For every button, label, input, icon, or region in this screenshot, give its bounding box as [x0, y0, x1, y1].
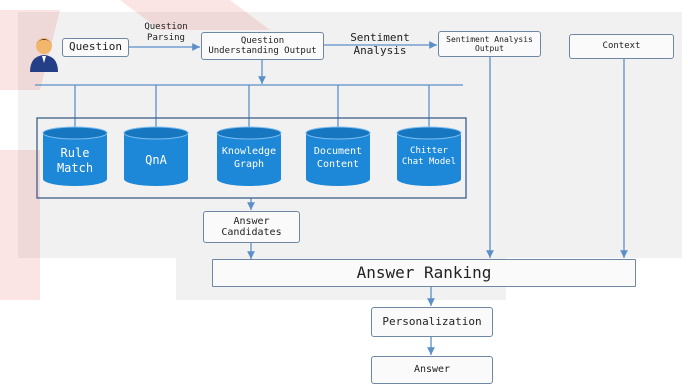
user-avatar-icon [30, 38, 58, 72]
source-cylinder: Document Content [305, 126, 371, 186]
database-icon [123, 126, 189, 186]
source-cylinder: QnA [123, 126, 189, 186]
sentiment-analysis-label: Sentiment Analysis [350, 31, 410, 58]
answer-box: Answer [371, 356, 493, 384]
source-label: Document Content [313, 146, 363, 170]
source-label: Chitter Chat Model [401, 146, 457, 168]
source-label: Knowledge Graph [221, 146, 277, 170]
answer-label: Answer [413, 364, 451, 376]
database-icon [396, 126, 462, 186]
question-box: Question [62, 38, 129, 57]
database-icon [305, 126, 371, 186]
question-label: Question [69, 40, 122, 54]
sentiment-analysis-output-label: Sentiment Analysis Output [446, 34, 533, 53]
source-label: Rule Match [56, 146, 94, 175]
personalization-label: Personalization [382, 314, 482, 328]
sentiment-analysis-output-box: Sentiment Analysis Output [438, 31, 541, 57]
answer-candidates-label: Answer Candidates [221, 215, 282, 239]
source-cylinder: Chitter Chat Model [396, 126, 462, 186]
personalization-box: Personalization [371, 307, 493, 337]
database-icon [216, 126, 282, 186]
question-parsing-label: Question Parsing [144, 22, 188, 43]
context-box: Context [569, 34, 674, 59]
question-understanding-output-label: Question Understanding Output [208, 35, 317, 56]
source-cylinder: Rule Match [42, 126, 108, 186]
question-understanding-output-box: Question Understanding Output [201, 32, 324, 60]
source-cylinder: Knowledge Graph [216, 126, 282, 186]
sources-frame [36, 117, 467, 199]
source-label: QnA [145, 153, 167, 167]
answer-ranking-box: Answer Ranking [212, 259, 636, 287]
answer-ranking-label: Answer Ranking [356, 262, 492, 282]
context-label: Context [602, 41, 641, 52]
answer-candidates-box: Answer Candidates [203, 211, 300, 243]
database-icon [42, 126, 108, 186]
